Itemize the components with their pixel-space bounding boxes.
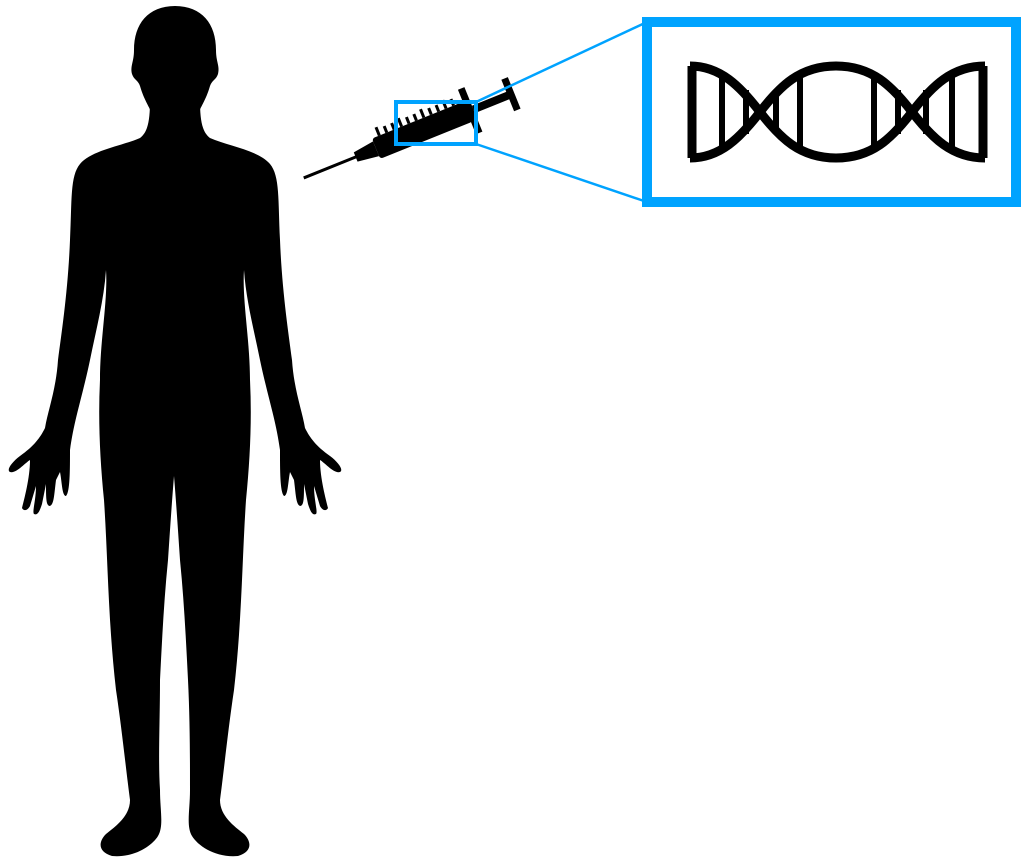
syringe-icon: [295, 71, 523, 201]
zoom-line-bottom: [476, 144, 647, 202]
zoom-callout-box: [647, 22, 1016, 202]
human-silhouette-icon: [9, 6, 342, 856]
zoom-line-top: [476, 22, 647, 102]
